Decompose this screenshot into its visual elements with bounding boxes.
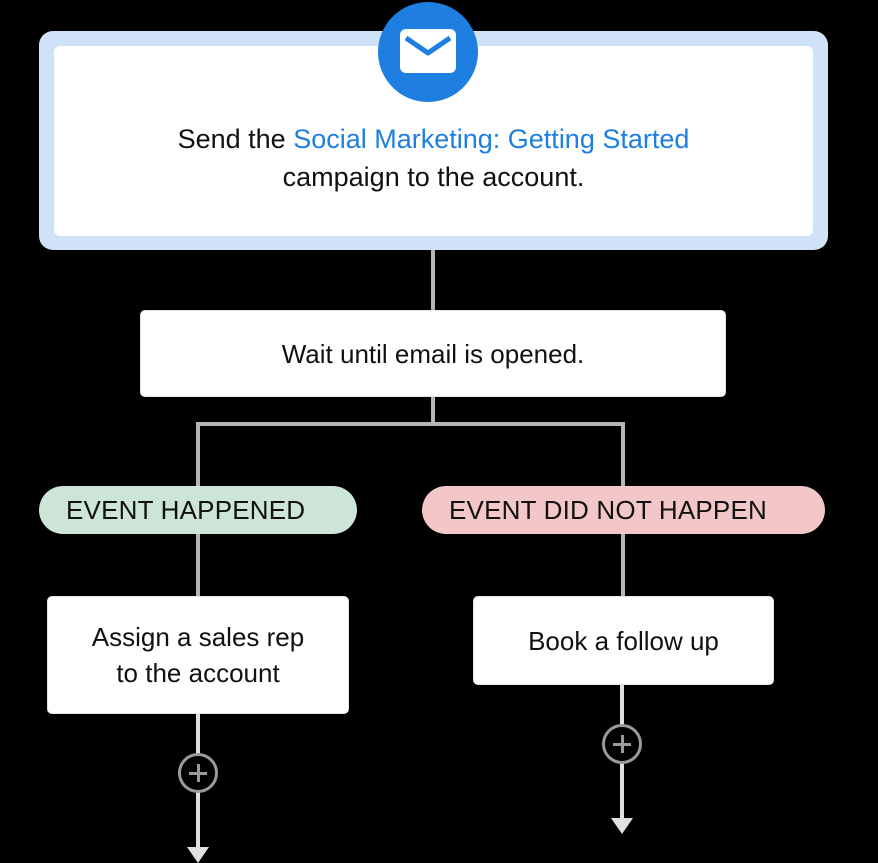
connector-trigger-to-wait	[431, 250, 435, 310]
action-label-line2: to the account	[116, 658, 280, 688]
trigger-text-suffix: campaign to the account.	[282, 162, 585, 192]
branch-pill-event-not-happened[interactable]: EVENT DID NOT HAPPEN	[422, 486, 825, 534]
action-label-line1: Book a follow up	[528, 625, 719, 656]
branch-pill-event-happened[interactable]: EVENT HAPPENED	[39, 486, 357, 534]
connector-left-pill-to-action	[196, 533, 200, 597]
add-step-left-plus-icon[interactable]	[178, 753, 218, 793]
trigger-text-prefix: Send the	[177, 124, 286, 154]
trigger-description: Send the Social Marketing: Getting Start…	[54, 120, 813, 196]
connector-split-horizontal	[196, 422, 625, 426]
connector-split-left	[196, 422, 200, 488]
action-label-line1: Assign a sales rep	[91, 622, 305, 652]
mail-icon	[378, 2, 478, 102]
add-step-right-plus-icon[interactable]	[602, 724, 642, 764]
branch-condition-label: EVENT DID NOT HAPPEN	[449, 494, 767, 525]
connector-right-pill-to-action	[621, 533, 625, 597]
action-box-book-follow-up[interactable]: Book a follow up	[473, 596, 774, 685]
campaign-link[interactable]: Social Marketing: Getting Started	[293, 124, 690, 154]
action-box-assign-sales-rep[interactable]: Assign a sales rep to the account	[47, 596, 349, 714]
arrow-down-right-icon	[611, 818, 633, 834]
wait-step-label: Wait until email is opened.	[281, 338, 585, 369]
branch-condition-label: EVENT HAPPENED	[66, 494, 306, 525]
connector-wait-to-split	[431, 397, 435, 425]
connector-split-right	[621, 422, 625, 488]
wait-step-box[interactable]: Wait until email is opened.	[140, 310, 726, 397]
arrow-down-left-icon	[187, 847, 209, 863]
